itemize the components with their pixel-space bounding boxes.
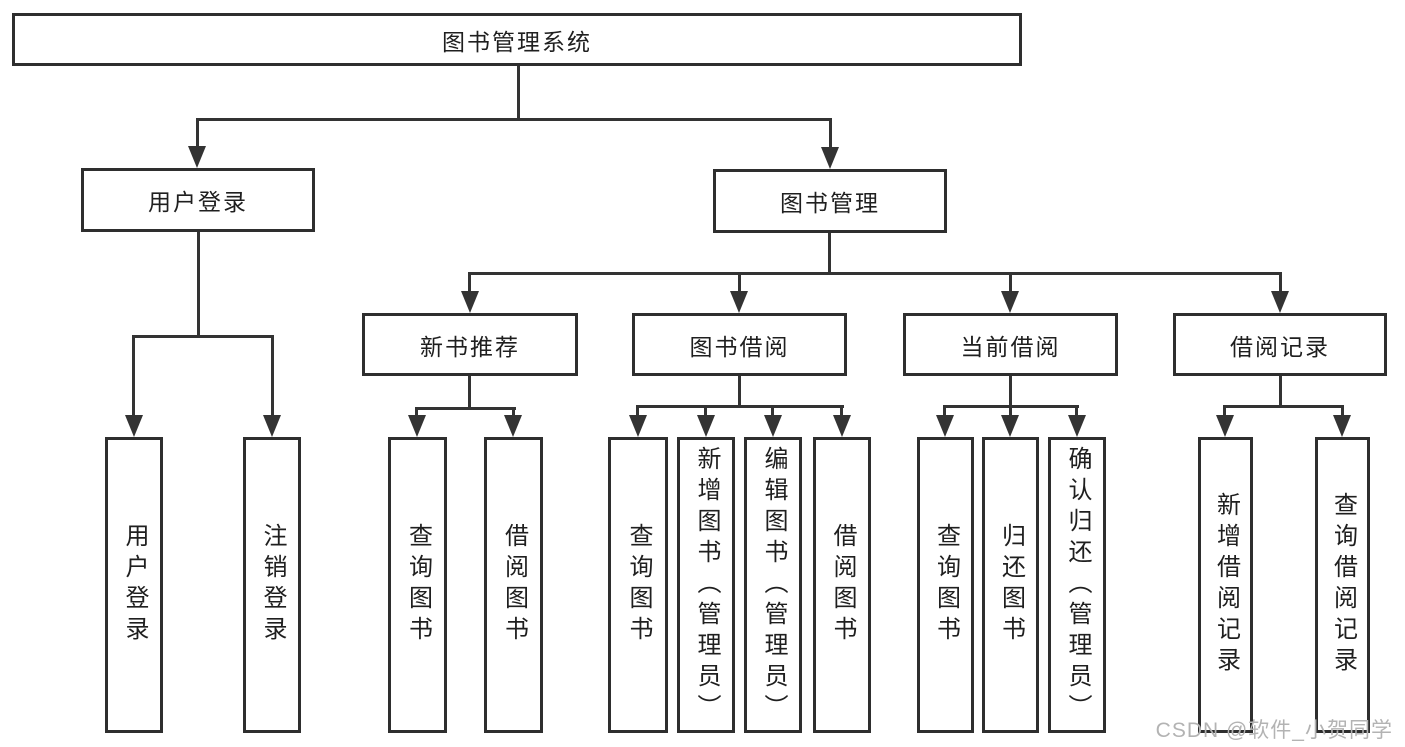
node-book-management: 图书管理 — [713, 169, 947, 233]
arrow-down-icon — [1068, 415, 1086, 437]
connector-drop — [1223, 405, 1226, 417]
arrow-down-icon — [1001, 291, 1019, 313]
leaf-return-books: 归还图书 — [982, 437, 1039, 733]
arrow-down-icon — [764, 415, 782, 437]
node-label: 归还图书 — [997, 523, 1025, 647]
node-label: 用户登录 — [148, 189, 248, 215]
node-label: 图书管理 — [780, 190, 880, 216]
connector-book-borrow-hline — [636, 405, 844, 408]
connector-to-current-borrow — [1009, 272, 1012, 295]
arrow-down-icon — [188, 146, 206, 168]
node-label: 用户登录 — [121, 523, 148, 647]
connector-new-book-recommend-hline — [415, 407, 516, 410]
arrow-down-icon — [1001, 415, 1019, 437]
connector-drop — [512, 407, 515, 419]
connector-current-borrow-vline — [1009, 376, 1012, 407]
node-label: 新增图书（管理员） — [693, 445, 720, 725]
connector-drop — [1009, 405, 1012, 417]
node-label: 借阅图书 — [500, 523, 528, 647]
node-label: 当前借阅 — [960, 333, 1061, 360]
connector-to-book-borrow — [738, 272, 741, 295]
leaf-logout: 注销登录 — [243, 437, 301, 733]
node-label: 借阅图书 — [829, 523, 856, 647]
connector-book-borrow-vline — [738, 376, 741, 407]
arrow-down-icon — [125, 415, 143, 437]
connector-book-management-hline — [468, 272, 1281, 275]
arrow-down-icon — [504, 415, 522, 437]
connector-borrow-records-vline — [1279, 376, 1282, 407]
leaf-add-borrow-record: 新增借阅记录 — [1198, 437, 1253, 733]
csdn-watermark: CSDN @软件_小贺同学 — [1155, 719, 1393, 742]
leaf-query-books-current: 查询图书 — [917, 437, 974, 733]
node-user-login: 用户登录 — [81, 168, 315, 232]
connector-root-hline — [196, 118, 832, 121]
arrow-down-icon — [629, 415, 647, 437]
connector-drop — [943, 405, 946, 417]
arrow-down-icon — [833, 415, 851, 437]
connector-drop — [1341, 405, 1344, 417]
leaf-edit-books-admin: 编辑图书（管理员） — [744, 437, 802, 733]
connector-drop — [636, 405, 639, 417]
connector-root-vline — [517, 66, 520, 118]
connector-drop — [840, 405, 843, 417]
node-library-management-system: 图书管理系统 — [12, 13, 1022, 66]
node-label: 编辑图书（管理员） — [760, 445, 787, 725]
connector-to-leaf-logout — [271, 335, 274, 418]
connector-root-to-book-management — [829, 118, 832, 150]
arrow-down-icon — [461, 291, 479, 313]
connector-drop — [1075, 405, 1078, 417]
leaf-add-books-admin: 新增图书（管理员） — [677, 437, 735, 733]
node-label: 借阅记录 — [1230, 333, 1330, 360]
connector-to-borrow-records — [1279, 272, 1282, 295]
node-new-book-recommend: 新书推荐 — [362, 313, 578, 376]
connector-borrow-records-hline — [1223, 405, 1344, 408]
arrow-down-icon — [263, 415, 281, 437]
connector-to-new-book-recommend — [468, 272, 471, 295]
arrow-down-icon — [821, 147, 839, 169]
leaf-user-login: 用户登录 — [105, 437, 163, 733]
connector-to-leaf-user-login — [132, 335, 135, 418]
node-label: 图书借阅 — [689, 333, 790, 360]
node-borrow-records: 借阅记录 — [1173, 313, 1387, 376]
connector-drop — [771, 405, 774, 417]
connector-new-book-recommend-vline — [468, 376, 471, 410]
arrow-down-icon — [697, 415, 715, 437]
leaf-borrow-books: 借阅图书 — [813, 437, 871, 733]
node-label: 查询图书 — [932, 523, 960, 647]
node-label: 注销登录 — [259, 523, 286, 647]
node-label: 图书管理系统 — [442, 28, 592, 55]
arrow-down-icon — [730, 291, 748, 313]
connector-user-login-vline — [197, 232, 200, 335]
leaf-borrow-books-recommend: 借阅图书 — [484, 437, 543, 733]
arrow-down-icon — [936, 415, 954, 437]
leaf-query-borrow-record: 查询借阅记录 — [1315, 437, 1370, 733]
node-label: 确认归还（管理员） — [1064, 445, 1091, 725]
node-label: 新增借阅记录 — [1212, 492, 1240, 678]
connector-user-login-hline — [132, 335, 274, 338]
connector-drop — [704, 405, 707, 417]
node-book-borrow: 图书借阅 — [632, 313, 847, 376]
arrow-down-icon — [1333, 415, 1351, 437]
arrow-down-icon — [1271, 291, 1289, 313]
node-label: 查询图书 — [625, 523, 652, 647]
connector-book-management-vline — [828, 233, 831, 272]
leaf-confirm-return-admin: 确认归还（管理员） — [1048, 437, 1106, 733]
arrow-down-icon — [1216, 415, 1234, 437]
connector-root-to-user-login — [196, 118, 199, 150]
leaf-query-books-borrow: 查询图书 — [608, 437, 668, 733]
leaf-query-books-recommend: 查询图书 — [388, 437, 447, 733]
node-label: 查询图书 — [404, 523, 432, 647]
node-current-borrow: 当前借阅 — [903, 313, 1118, 376]
node-label: 新书推荐 — [420, 333, 520, 360]
connector-drop — [415, 407, 418, 419]
arrow-down-icon — [408, 415, 426, 437]
node-label: 查询借阅记录 — [1329, 492, 1357, 678]
